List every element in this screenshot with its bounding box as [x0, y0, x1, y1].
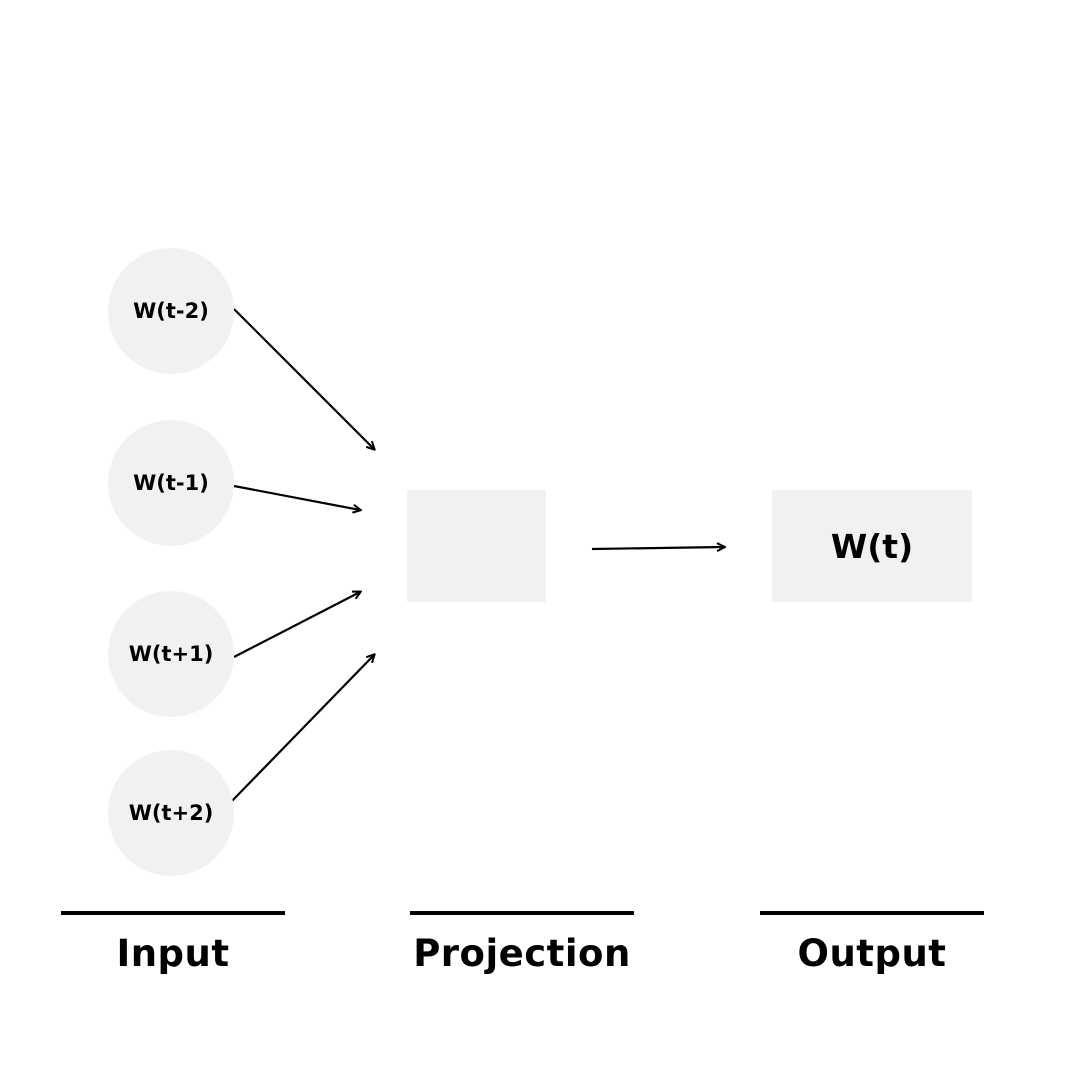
output-box: W(t) [772, 490, 972, 602]
arrow-input-2-to-projection [233, 484, 360, 510]
projection-section-label: Projection [413, 932, 631, 975]
input-node-w-t-2: W(t-2) [108, 248, 234, 374]
arrow-input-1-to-projection [233, 308, 374, 449]
output-section-label: Output [797, 932, 947, 975]
arrow-input-4-to-projection [231, 655, 374, 802]
input-node-w-t-plus-2: W(t+2) [108, 750, 234, 876]
arrow-input-3-to-projection [233, 592, 360, 658]
input-section-underline [61, 911, 285, 915]
input-node-label: W(t+1) [128, 642, 214, 666]
input-node-label: W(t-2) [133, 299, 209, 323]
input-node-label: W(t-1) [133, 471, 209, 495]
output-label: W(t) [830, 526, 914, 566]
output-section-underline [760, 911, 984, 915]
projection-section-underline [410, 911, 634, 915]
input-node-w-t-1: W(t-1) [108, 420, 234, 546]
projection-box [407, 490, 546, 602]
arrow-projection-to-output [591, 547, 724, 549]
input-node-label: W(t+2) [128, 801, 214, 825]
input-section-label: Input [116, 932, 230, 975]
input-node-w-t-plus-1: W(t+1) [108, 591, 234, 717]
